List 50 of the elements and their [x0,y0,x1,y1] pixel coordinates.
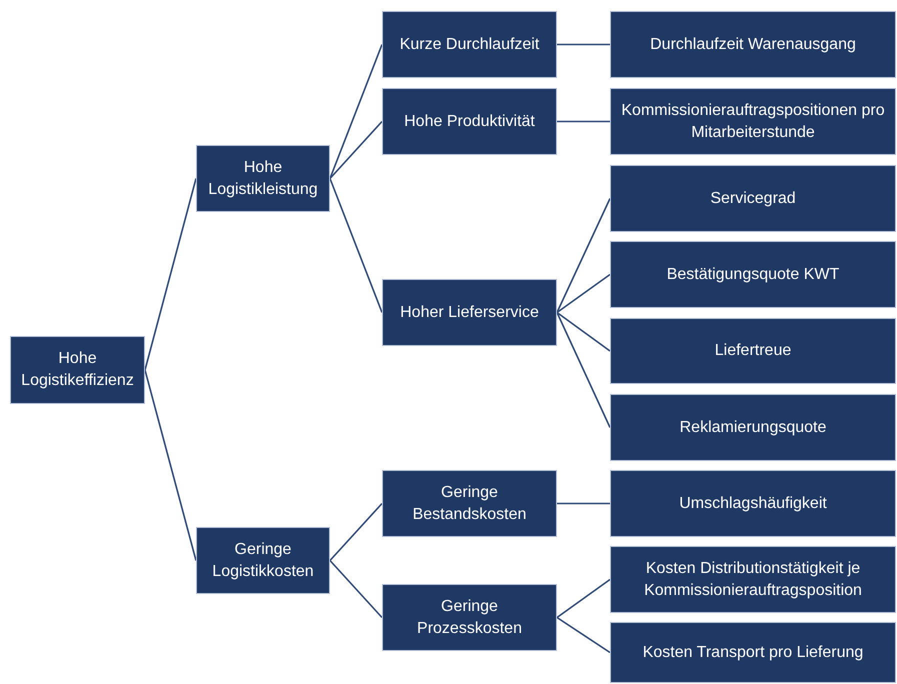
connector-line [329,502,383,562]
metric-box [382,279,557,346]
metric-box [382,470,557,537]
connector-line [556,616,610,654]
metric-box [610,165,896,232]
connector-line [329,44,383,179]
connector-line [329,120,383,180]
metric-box [10,336,145,404]
connector-line [557,44,610,46]
metric-box [382,88,557,155]
box-label: Servicegrad [709,188,797,208]
connector-line [556,312,610,352]
connector-line [556,198,611,313]
box-label: Geringe Logistikkosten [211,540,315,582]
metric-box [610,318,896,384]
box-label: Hoher Lieferservice [399,302,540,322]
connector-line [329,560,383,618]
box-label: Geringe Prozesskosten [416,596,523,638]
metric-box [196,527,330,594]
box-label: Kosten Distributionstätigkeit je Kommissionierauftragsposition [643,558,863,600]
box-label: Bestätigungsquote KWT [666,264,840,284]
box-label: Hohe Logistikleistung [207,158,319,200]
box-label: Reklamierungsquote [678,418,828,438]
metric-box [382,11,557,78]
box-label: Geringe Bestandskosten [412,482,528,524]
metric-box [610,88,896,155]
metric-box [610,546,896,613]
connector-line [144,178,197,370]
box-label: Liefertreue [714,341,792,361]
box-label: Hohe Logistikeffizienz [20,349,135,391]
connector-line [556,274,610,314]
box-label: Durchlaufzeit Warenausgang [649,34,857,54]
connector-line [144,370,197,561]
connector-line [556,312,611,428]
box-label: Kommissionierauftragspositionen pro Mitarbeiterstunde [620,100,886,142]
metric-box [610,622,896,683]
connector-line [557,120,610,122]
connector-line [557,502,610,504]
metric-box [610,11,896,78]
metric-box [610,394,896,461]
box-label: Kosten Transport pro Lieferung [642,642,864,662]
metric-box [196,145,330,212]
box-label: Kurze Durchlaufzeit [398,34,540,54]
box-label: Umschlagshäufigkeit [678,494,828,514]
connector-line [329,178,383,313]
connector-line [556,578,610,618]
metric-box [610,470,896,537]
metric-box [610,241,896,308]
box-label: Hohe Produktivität [403,112,536,132]
metric-box [382,584,557,651]
